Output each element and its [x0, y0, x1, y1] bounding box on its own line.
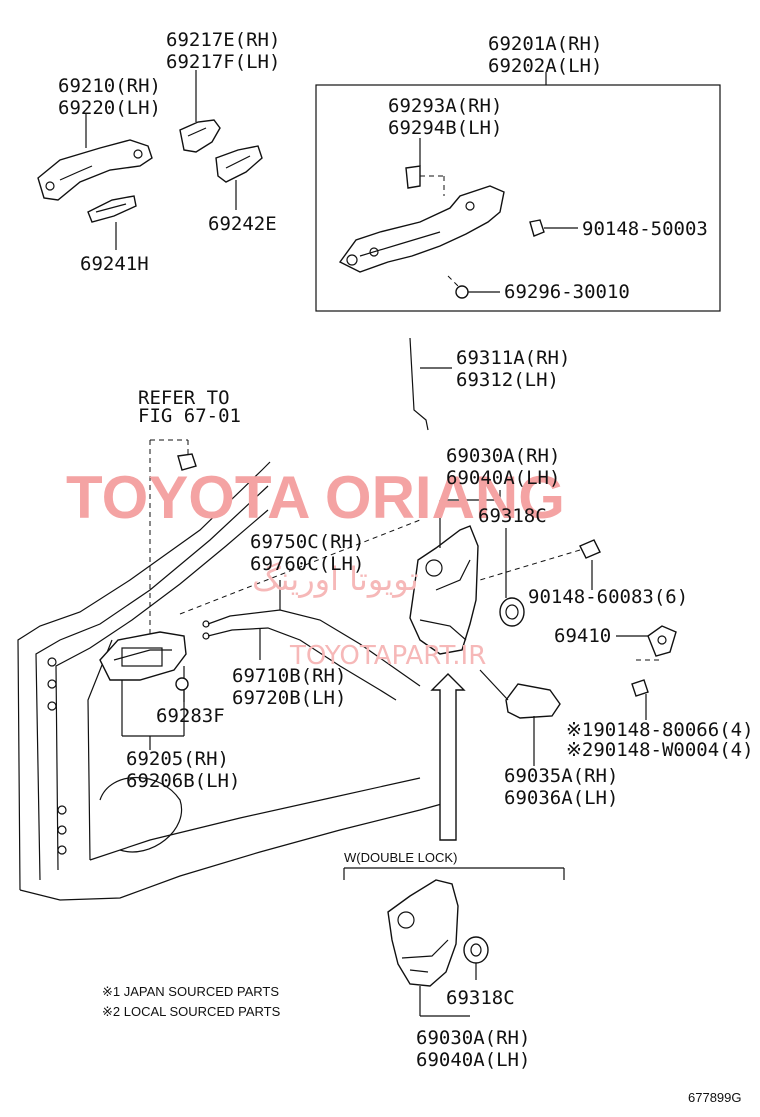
clip-part	[177, 453, 197, 471]
label-cable-lower-rh: 69710B(RH)	[232, 665, 346, 687]
outer-handle-part	[37, 139, 153, 201]
label-outer-handle-cover-lh: 69217F(LH)	[166, 51, 280, 73]
label-lock-assy-rh: 69030A(RH)	[446, 445, 560, 467]
label-striker: 69410	[554, 625, 611, 647]
label-screw-b: 90148-60083(6)	[528, 586, 688, 608]
label-seal: 69318C	[478, 505, 547, 527]
label-frame-assy-rh: 69201A(RH)	[488, 33, 602, 55]
label-rod-rh: 69311A(RH)	[456, 347, 570, 369]
cover-part	[505, 683, 561, 766]
label-cable-upper-rh: 69750C(RH)	[250, 531, 364, 553]
label-frame-sub-rh: 69293A(RH)	[388, 95, 502, 117]
label-inside-handle-lh: 69206B(LH)	[126, 770, 240, 792]
note-local: ※2 LOCAL SOURCED PARTS	[102, 1004, 281, 1019]
label-bolt-a: 90148-50003	[582, 218, 708, 240]
note-japan: ※1 JAPAN SOURCED PARTS	[102, 984, 279, 999]
label-cover-rh: 69035A(RH)	[504, 765, 618, 787]
label-lock-assy-2-lh: 69040A(LH)	[416, 1049, 530, 1071]
handle-pad-69241H-part	[87, 195, 137, 223]
striker-part	[616, 625, 677, 657]
watermark-main: TOYOTA ORIANG	[66, 464, 565, 531]
label-cable-upper-lh: 69760C(LH)	[250, 553, 364, 575]
label-handle-pad-b: 69242E	[208, 213, 277, 235]
label-frame-sub-lh: 69294B(LH)	[388, 117, 502, 139]
bolt-a-part	[529, 219, 578, 237]
watermark-persian: تویوتا اورینگ	[252, 560, 419, 598]
label-cable-lower-lh: 69720B(LH)	[232, 687, 346, 709]
label-lock-assy-lh: 69040A(LH)	[446, 467, 560, 489]
direction-arrow	[430, 673, 466, 841]
label-cover-lh: 69036A(LH)	[504, 787, 618, 809]
double-lock-assy-part	[387, 879, 459, 987]
label-refer-to: REFER TO	[138, 387, 230, 409]
label-outer-handle-rh: 69210(RH)	[58, 75, 161, 97]
lock-assy-part	[409, 525, 479, 655]
handle-cover-part	[179, 119, 221, 153]
watermark-url: TOYOTAPART.IR	[289, 641, 486, 671]
cap-part	[175, 677, 189, 702]
cables-part	[202, 609, 421, 701]
frame-part	[338, 165, 505, 273]
double-lock-bracket	[343, 867, 565, 880]
label-refer-fig: FIG 67-01	[138, 405, 241, 427]
label-screw-c2: ※290148-W0004(4)	[566, 739, 754, 761]
screw-a-part	[447, 275, 500, 299]
frame-assy-box	[315, 84, 721, 312]
label-handle-pad-a: 69241H	[80, 253, 149, 275]
label-double-lock-title: W(DOUBLE LOCK)	[344, 850, 457, 865]
label-frame-assy-lh: 69202A(LH)	[488, 55, 602, 77]
inside-handle-part	[99, 631, 187, 681]
figure-id: 677899G	[688, 1090, 742, 1105]
label-rod-lh: 69312(LH)	[456, 369, 559, 391]
label-seal-2: 69318C	[446, 987, 515, 1009]
screw-b-part	[479, 539, 601, 590]
label-lock-assy-2-rh: 69030A(RH)	[416, 1027, 530, 1049]
label-screw-a: 69296-30010	[504, 281, 630, 303]
label-cap: 69283F	[156, 705, 225, 727]
label-screw-c1: ※190148-80066(4)	[566, 719, 754, 741]
screw-c-part	[631, 679, 649, 720]
seal-part	[499, 597, 525, 627]
seal-2-part	[463, 936, 489, 964]
label-outer-handle-lh: 69220(LH)	[58, 97, 161, 119]
label-outer-handle-cover-rh: 69217E(RH)	[166, 29, 280, 51]
rod-part	[409, 337, 429, 431]
handle-pad-69242E-part	[215, 145, 263, 183]
label-inside-handle-rh: 69205(RH)	[126, 748, 229, 770]
